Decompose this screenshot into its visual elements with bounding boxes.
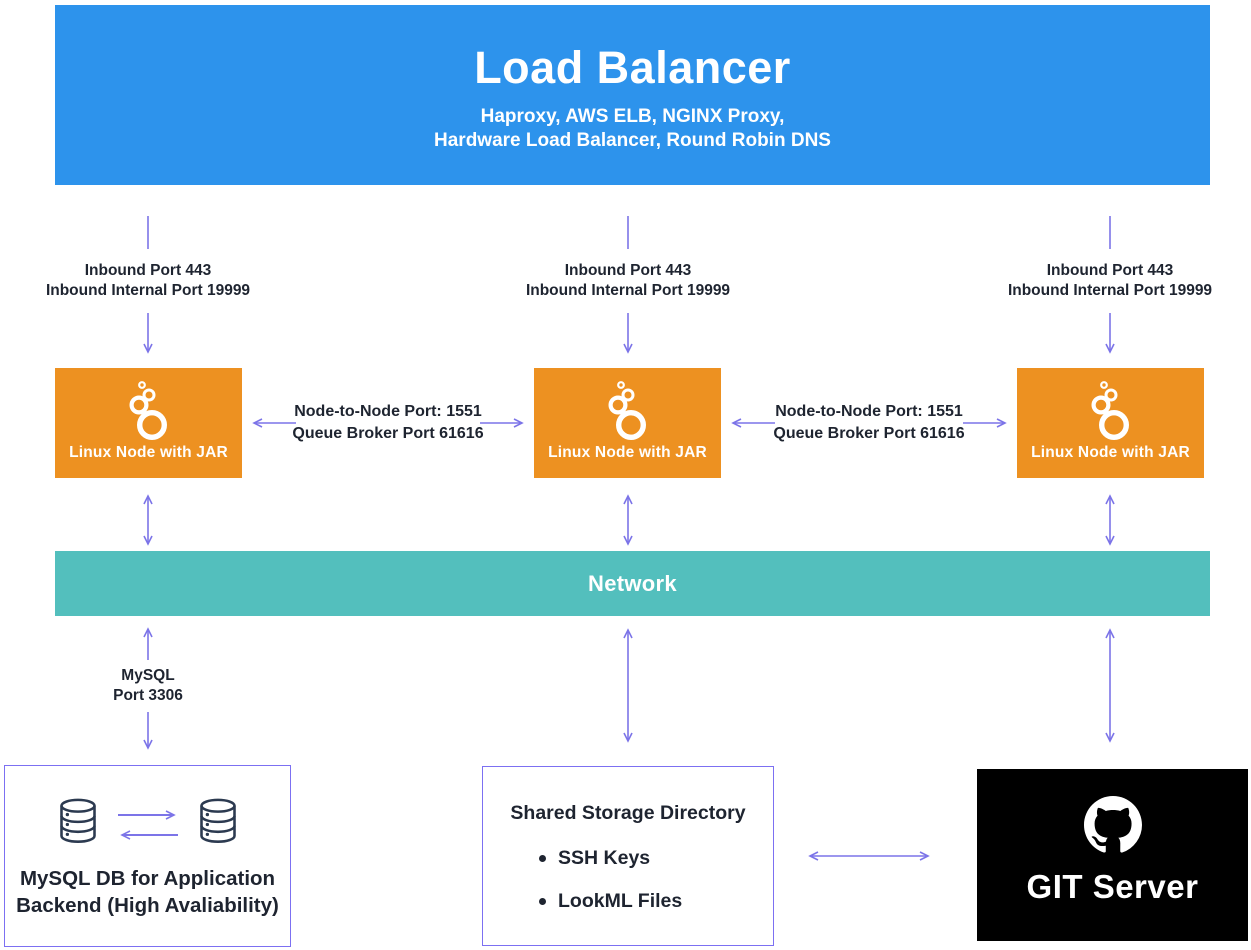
shared-storage-title: Shared Storage Directory — [510, 802, 746, 824]
inbound-label-1-line2: Inbound Internal Port 19999 — [45, 282, 251, 299]
load-balancer-box: Load Balancer Haproxy, AWS ELB, NGINX Pr… — [55, 5, 1210, 185]
node-label-1: Linux Node with JAR — [69, 444, 228, 461]
github-icon — [1083, 796, 1142, 853]
bullet-icon — [539, 898, 546, 905]
storage-item-label: LookML Files — [558, 890, 683, 912]
node-link-label-2-line1: Node-to-Node Port: 1551 — [775, 403, 963, 420]
node-box-1: Linux Node with JAR — [55, 368, 242, 478]
database-icon — [59, 798, 96, 843]
looker-icon — [128, 381, 167, 441]
mysql-db-box: MySQL DB for Application Backend (High A… — [4, 765, 291, 947]
database-icon — [199, 798, 236, 843]
load-balancer-title: Load Balancer — [474, 42, 791, 93]
shared-storage-box: Shared Storage Directory SSH Keys LookML… — [482, 766, 774, 946]
storage-list-item: LookML Files — [539, 880, 773, 923]
inbound-label-1: Inbound Port 443 Inbound Internal Port 1… — [46, 261, 250, 301]
inbound-label-1-line1: Inbound Port 443 — [84, 262, 212, 279]
looker-icon — [607, 381, 646, 441]
mysql-db-label-line2: Backend (High Avaliability) — [16, 894, 279, 917]
node-box-2: Linux Node with JAR — [534, 368, 721, 478]
inbound-label-2: Inbound Port 443 Inbound Internal Port 1… — [526, 261, 730, 301]
inbound-label-3-line1: Inbound Port 443 — [1046, 262, 1174, 279]
load-balancer-subtitle-line2: Hardware Load Balancer, Round Robin DNS — [434, 129, 831, 151]
load-balancer-subtitle: Haproxy, AWS ELB, NGINX Proxy, Hardware … — [55, 105, 1210, 152]
inbound-label-3-line2: Inbound Internal Port 19999 — [1007, 282, 1213, 299]
node-label-3: Linux Node with JAR — [1031, 444, 1190, 461]
mysql-db-label: MySQL DB for Application Backend (High A… — [5, 865, 290, 919]
load-balancer-subtitle-line1: Haproxy, AWS ELB, NGINX Proxy, — [480, 106, 785, 127]
node-link-label-1-line2: Queue Broker Port 61616 — [292, 424, 484, 442]
bullet-icon — [539, 855, 546, 862]
db-sync-arrows-icon — [117, 810, 178, 840]
inbound-label-2-line1: Inbound Port 443 — [564, 262, 692, 279]
storage-item-label: SSH Keys — [558, 847, 651, 869]
git-server-label: GIT Server — [1026, 868, 1199, 905]
git-server-box: GIT Server — [977, 769, 1248, 941]
node-link-label-1: Node-to-Node Port: 1551 Queue Broker Por… — [292, 401, 483, 444]
node-link-label-2: Node-to-Node Port: 1551 Queue Broker Por… — [773, 401, 964, 444]
node-label-2: Linux Node with JAR — [548, 444, 707, 461]
storage-list-item: SSH Keys — [539, 837, 773, 880]
shared-storage-list: SSH Keys LookML Files — [483, 837, 773, 923]
node-box-3: Linux Node with JAR — [1017, 368, 1204, 478]
mysql-port-label: MySQL Port 3306 — [113, 666, 183, 706]
looker-icon — [1090, 381, 1129, 441]
network-label: Network — [588, 571, 677, 596]
node-link-label-2-line2: Queue Broker Port 61616 — [773, 424, 965, 442]
mysql-port-label-line2: Port 3306 — [113, 687, 183, 704]
mysql-db-label-line1: MySQL DB for Application — [19, 867, 276, 890]
inbound-label-2-line2: Inbound Internal Port 19999 — [525, 282, 731, 299]
network-bar: Network — [55, 551, 1210, 616]
mysql-port-label-line1: MySQL — [121, 667, 175, 684]
node-link-label-1-line1: Node-to-Node Port: 1551 — [294, 403, 482, 420]
db-replication-row — [5, 797, 290, 849]
inbound-label-3: Inbound Port 443 Inbound Internal Port 1… — [1008, 261, 1212, 301]
